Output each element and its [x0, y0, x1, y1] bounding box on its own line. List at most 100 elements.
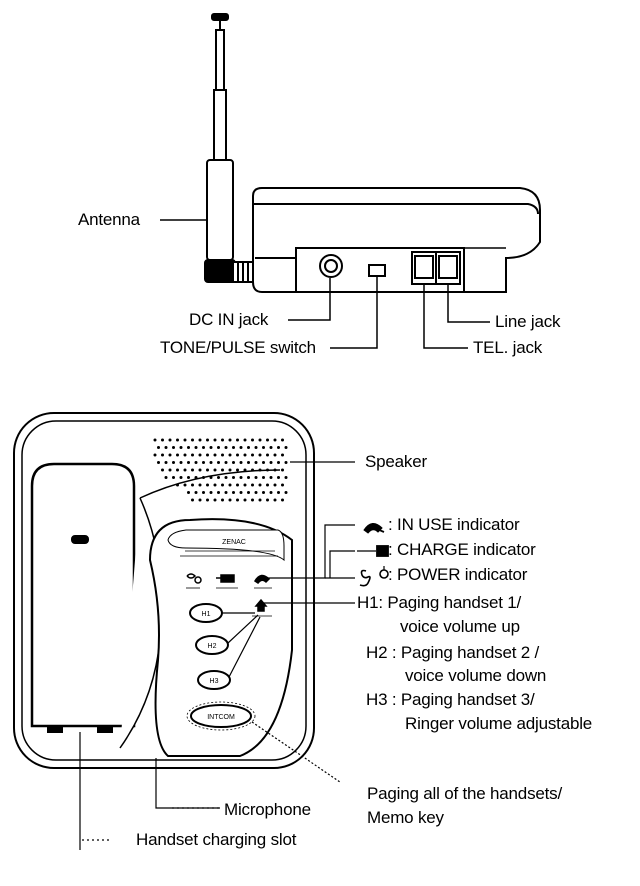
- speaker-hole: [236, 453, 239, 457]
- speaker-hole: [262, 461, 265, 464]
- speaker-hole: [161, 438, 164, 442]
- panel-indicators: [186, 573, 272, 617]
- h2-label-line1: H2 : Paging handset 2 /: [366, 643, 540, 662]
- speaker-hole: [209, 446, 213, 449]
- speaker-hole: [209, 491, 213, 494]
- speaker-hole: [213, 438, 217, 442]
- intercom-button-label: INTCOM: [207, 714, 235, 721]
- speaker-hole: [239, 446, 243, 449]
- speaker-hole: [243, 453, 247, 457]
- speaker-hole: [209, 461, 213, 464]
- speaker-hole: [239, 476, 243, 479]
- speaker-hole: [258, 483, 262, 487]
- speaker-hole: [224, 446, 228, 449]
- speaker-hole: [213, 468, 217, 472]
- speaker-hole: [187, 461, 190, 464]
- microphone-label: Microphone: [224, 800, 311, 819]
- speaker-hole: [228, 453, 232, 457]
- speaker-hole: [247, 446, 250, 449]
- speaker-hole: [206, 483, 209, 487]
- charge-indicator-icon: [216, 574, 238, 589]
- speaker-hole: [202, 446, 205, 449]
- antenna: [204, 13, 256, 283]
- power-indicator-icon: [186, 573, 202, 589]
- speaker-hole: [273, 438, 277, 442]
- speaker-hole: [161, 453, 164, 457]
- speaker-hole: [262, 491, 265, 494]
- speaker-hole: [224, 476, 228, 479]
- speaker-hole: [277, 476, 280, 479]
- speaker-hole: [251, 438, 254, 442]
- speaker-hole: [164, 476, 168, 479]
- speaker-hole: [179, 461, 183, 464]
- speaker-hole: [243, 438, 247, 442]
- speaker-hole: [176, 438, 179, 442]
- speaker-hole: [281, 483, 284, 487]
- h2-button-label: H2: [208, 643, 217, 650]
- speaker-hole: [161, 468, 164, 472]
- speaker-hole: [266, 483, 269, 487]
- speaker-hole: [176, 483, 179, 487]
- speaker-hole: [243, 498, 247, 502]
- speaker-hole: [266, 498, 269, 502]
- speaker-hole: [153, 453, 157, 457]
- speaker-hole: [284, 491, 288, 494]
- speaker-hole: [187, 446, 190, 449]
- speaker-hole: [236, 483, 239, 487]
- speaker-hole: [251, 483, 254, 487]
- speaker-hole: [221, 483, 224, 487]
- speaker-hole: [221, 498, 224, 502]
- speaker-hole: [273, 453, 277, 457]
- speaker-hole: [277, 461, 280, 464]
- speaker-hole: [168, 438, 172, 442]
- speaker-hole: [217, 461, 220, 464]
- speaker-hole: [198, 483, 202, 487]
- h3-label-line1: H3 : Paging handset 3/: [366, 690, 535, 709]
- speaker-hole: [221, 453, 224, 457]
- speaker-hole: [258, 438, 262, 442]
- charge-indicator-label: : CHARGE indicator: [388, 540, 536, 559]
- in-use-icon: [363, 523, 385, 534]
- speaker-hole: [243, 483, 247, 487]
- speaker-hole: [206, 498, 209, 502]
- speaker-hole: [191, 483, 194, 487]
- speaker-hole: [206, 453, 209, 457]
- speaker-hole: [266, 438, 269, 442]
- speaker-hole: [247, 476, 250, 479]
- charge-icon: [357, 545, 389, 557]
- speaker-hole: [236, 498, 239, 502]
- speaker-hole: [198, 468, 202, 472]
- speaker-hole: [224, 491, 228, 494]
- speaker-grille: [153, 438, 288, 502]
- speaker-hole: [191, 453, 194, 457]
- speaker-hole: [217, 446, 220, 449]
- h3-button[interactable]: [197, 670, 231, 690]
- speaker-hole: [194, 461, 198, 464]
- speaker-hole: [251, 453, 254, 457]
- h2-label-line2: voice volume down: [405, 666, 547, 685]
- speaker-hole: [284, 461, 288, 464]
- speaker-hole: [273, 468, 277, 472]
- speaker-hole: [232, 461, 235, 464]
- intercom-button[interactable]: [190, 704, 252, 728]
- speaker-hole: [266, 453, 269, 457]
- speaker-hole: [224, 461, 228, 464]
- speaker-hole: [191, 438, 194, 442]
- paging-all-label-line1: Paging all of the handsets/: [367, 784, 562, 803]
- speaker-hole: [194, 476, 198, 479]
- speaker-hole: [266, 468, 269, 472]
- speaker-hole: [198, 453, 202, 457]
- front-leader-lines: [79, 461, 355, 850]
- speaker-hole: [284, 446, 288, 449]
- brand-label: ZENAC: [222, 539, 246, 546]
- h2-button[interactable]: [195, 635, 229, 655]
- speaker-hole: [187, 491, 190, 494]
- speaker-hole: [277, 491, 280, 494]
- speaker-hole: [232, 446, 235, 449]
- speaker-hole: [269, 446, 273, 449]
- speaker-hole: [198, 438, 202, 442]
- speaker-hole: [179, 446, 183, 449]
- speaker-hole: [284, 476, 288, 479]
- speaker-hole: [228, 438, 232, 442]
